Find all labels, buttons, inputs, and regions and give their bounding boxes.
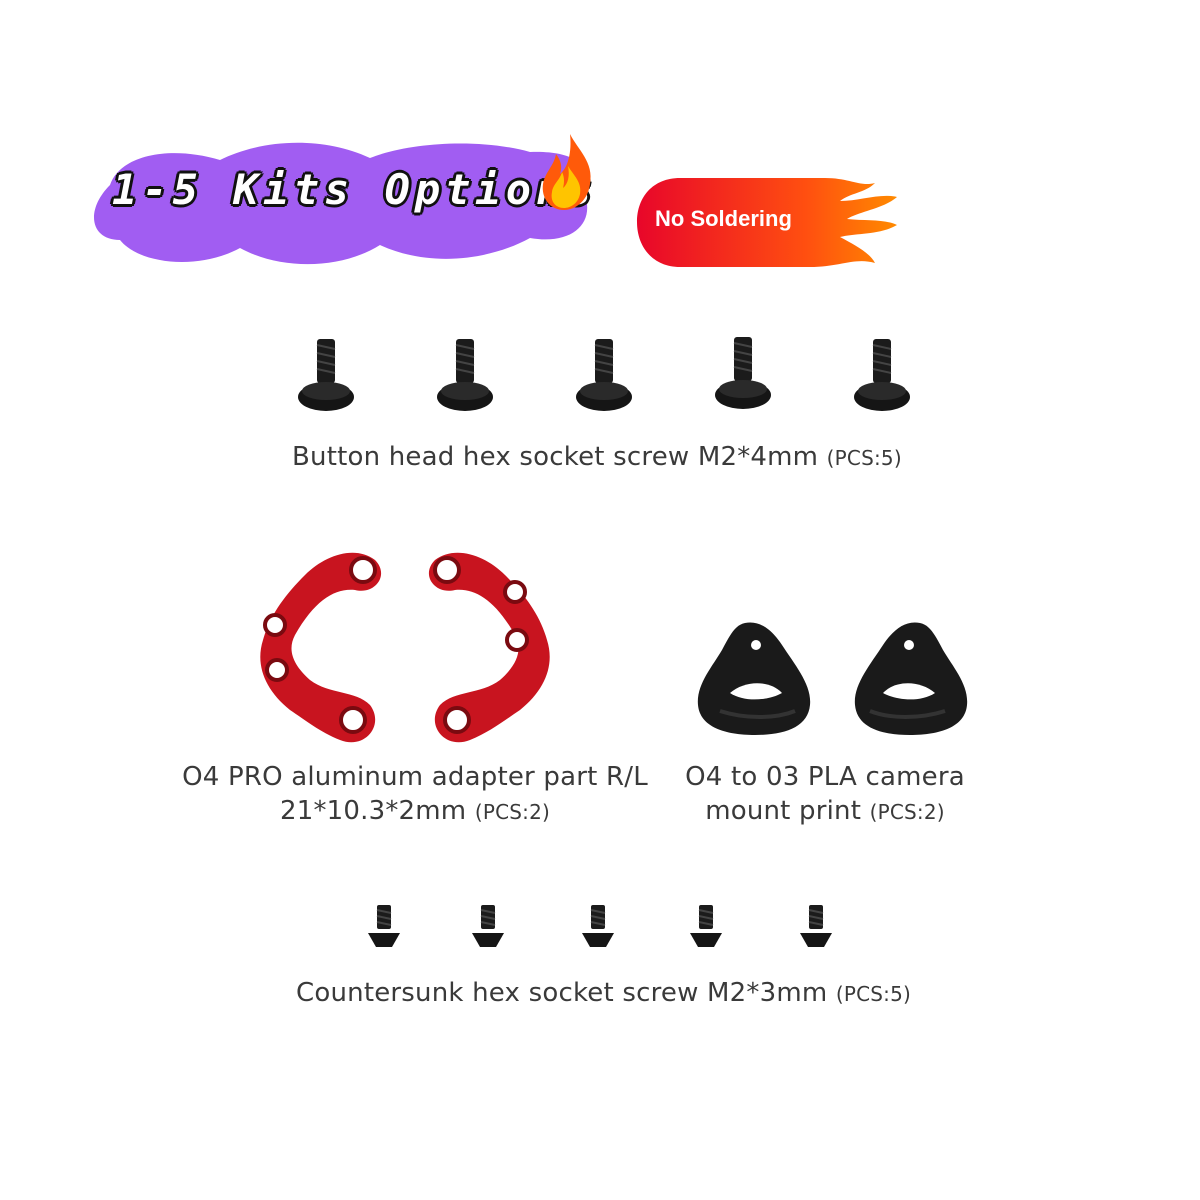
fire-icon <box>542 134 591 210</box>
no-soldering-badge: No Soldering <box>655 206 792 231</box>
countersunk-screw-image <box>690 905 722 947</box>
pla-camera-mount-caption: O4 to 03 PLA camera mount print (PCS:2) <box>685 762 965 826</box>
button-head-screw-image <box>298 339 354 411</box>
button-head-screw-image <box>437 339 493 411</box>
pla-camera-mount-image <box>697 622 811 735</box>
aluminum-adapter-caption: O4 PRO aluminum adapter part R/L 21*10.3… <box>182 762 648 826</box>
button-head-screw-image <box>715 337 771 409</box>
countersunk-screw-image <box>582 905 614 947</box>
button-head-screw-caption: Button head hex socket screw M2*4mm (PCS… <box>292 442 902 472</box>
countersunk-screw-image <box>472 905 504 947</box>
kits-options-title: 1-5 Kits Options <box>112 165 597 214</box>
button-head-screw-image <box>854 339 910 411</box>
pla-camera-mount-image <box>854 622 968 735</box>
flame-badge-icon <box>637 178 897 267</box>
countersunk-screw-image <box>800 905 832 947</box>
aluminum-adapter-left-image <box>260 552 382 743</box>
aluminum-adapter-right-image <box>428 552 550 743</box>
countersunk-screw-caption: Countersunk hex socket screw M2*3mm (PCS… <box>296 978 912 1008</box>
kits-banner-shape <box>93 142 588 265</box>
button-head-screw-image <box>576 339 632 411</box>
countersunk-screw-image <box>368 905 400 947</box>
